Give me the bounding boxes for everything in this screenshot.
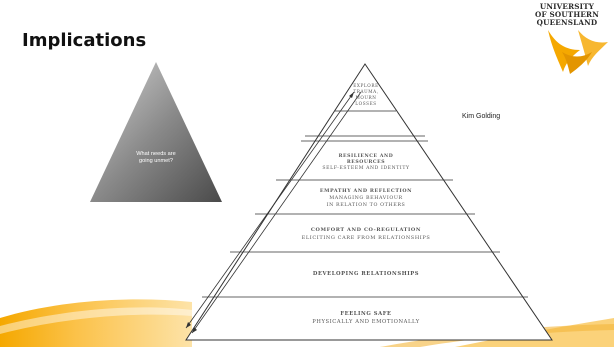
level-3-line-1: EMPATHY AND REFLECTION	[320, 188, 412, 194]
bottom-wave-left	[0, 299, 192, 347]
level-1-line-2: TRAUMA,	[353, 89, 378, 94]
level-3-line-3: IN RELATION TO OTHERS	[327, 202, 406, 208]
level-1-line-1: EXPLORE	[353, 83, 378, 88]
level-5-line-1: DEVELOPING RELATIONSHIPS	[313, 271, 419, 277]
logo-line-3: QUEENSLAND	[536, 18, 598, 27]
level-6-line-1: FEELING SAFE	[340, 311, 391, 317]
level-3-line-2: MANAGING BEHAVIOUR	[329, 195, 403, 201]
level-2-line-2: RESOURCES	[347, 159, 385, 165]
level-4-line-2: ELICITING CARE FROM RELATIONSHIPS	[302, 235, 431, 241]
usq-logo-wings	[548, 30, 608, 74]
attribution-label: Kim Golding	[462, 113, 501, 120]
small-triangle-text-2: going unmet?	[139, 158, 173, 164]
level-6-line-2: PHYSICALLY AND EMOTIONALLY	[312, 319, 419, 325]
small-triangle	[90, 62, 222, 202]
ascending-arrows	[185, 91, 362, 334]
level-1-line-3: MOURN	[355, 95, 376, 100]
logo-line-2: OF SOUTHERN	[535, 10, 599, 19]
university-logo: UNIVERSITY OF SOUTHERN QUEENSLAND	[524, 3, 610, 27]
level-2-line-1: RESILIENCE AND	[339, 153, 394, 159]
bottom-wave-left-highlight	[0, 307, 192, 334]
level-4-line-1: COMFORT AND CO-REGULATION	[311, 227, 421, 233]
level-1-line-4: LOSSES	[355, 101, 376, 106]
logo-line-1: UNIVERSITY	[539, 2, 595, 11]
slide-title: Implications	[22, 30, 147, 51]
small-triangle-text-1: What needs are	[136, 151, 176, 157]
level-2-line-3: SELF-ESTEEM AND IDENTITY	[322, 165, 410, 171]
